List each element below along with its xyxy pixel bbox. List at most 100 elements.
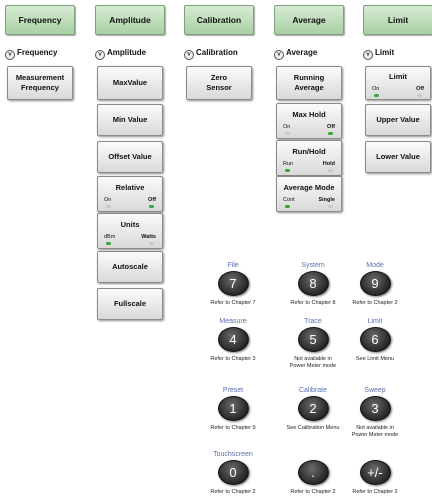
keypad-reference-note: Refer to Chapter 2 (278, 489, 348, 496)
keypad-function-label (278, 450, 348, 459)
softkey[interactable]: Offset Value (97, 141, 163, 173)
keypad-reference-note: Refer to Chapter 2 (198, 489, 268, 496)
keypad-key-group: . Refer to Chapter 2 (278, 450, 348, 496)
keypad-function-label: System (301, 262, 325, 269)
toggle-option-2: Watts (141, 234, 156, 240)
softkey[interactable]: Upper Value (365, 104, 431, 136)
chevron-down-icon: ˅ (184, 50, 194, 60)
softkey-label: MaxValue (112, 78, 148, 87)
keypad-reference-note-line: Not available in (356, 425, 394, 431)
keypad-key-4[interactable]: 4 (217, 327, 249, 352)
keypad-key-1[interactable]: 1 (217, 396, 249, 421)
keypad-function-label: Limit (367, 318, 383, 325)
toggle-led-2 (149, 242, 154, 245)
softkey-label: Max Hold (292, 110, 326, 119)
softkey[interactable]: Fullscale (97, 288, 163, 320)
keypad-function-label: Sweep (364, 387, 386, 394)
toggle-option-1: Cont (283, 197, 295, 203)
toggle-led-2 (328, 205, 333, 208)
softkey-label: Running (293, 73, 325, 82)
toggle-option-2: Off (148, 197, 156, 203)
softkey[interactable]: MaxValue (97, 66, 163, 100)
keypad-key-0[interactable]: 0 (217, 460, 249, 485)
toggle-option-2: Single (318, 197, 335, 203)
keypad-reference-note: Refer to Chapter 9 (198, 425, 268, 432)
softkey[interactable]: Lower Value (365, 141, 431, 173)
keypad-reference-note-line: See Limit Menu (355, 356, 395, 362)
chevron-down-icon: ˅ (274, 50, 284, 60)
keypad-key-plus-minus[interactable]: +/- (359, 460, 391, 485)
toggle-option-2: Off (416, 86, 424, 92)
submenu-label: ˅Amplitude (95, 48, 146, 60)
softkey-label: Limit (389, 72, 407, 81)
menu-header-key[interactable]: Amplitude (95, 5, 165, 35)
submenu-label-text: Limit (375, 48, 395, 57)
menu-header-key[interactable]: Frequency (5, 5, 75, 35)
softkey[interactable]: Min Value (97, 104, 163, 136)
toggle-option-1: On (372, 86, 380, 92)
menu-header-key[interactable]: Average (274, 5, 344, 35)
softkey-label: Frequency (21, 83, 59, 92)
keypad-function-label: Calibrate (298, 387, 327, 394)
keypad-key-group: +/- Refer to Chapter 2 (340, 450, 410, 496)
keypad-key-3[interactable]: 3 (359, 396, 391, 421)
keypad-reference-note: Refer to Chapter 2 (340, 489, 410, 496)
menu-header-key[interactable]: Calibration (184, 5, 254, 35)
softkey-label: Offset Value (108, 152, 152, 161)
keypad-reference-note-line: Refer to Chapter 2 (290, 489, 336, 495)
keypad-key-7[interactable]: 7 (217, 271, 249, 296)
keypad-key-5[interactable]: 5 (297, 327, 329, 352)
keypad-key-6[interactable]: 6 (359, 327, 391, 352)
keypad-function-label: Preset (222, 387, 244, 394)
keypad-key-2[interactable]: 2 (297, 396, 329, 421)
softkey-label: Measurement (15, 73, 65, 82)
keypad-reference-note-line: Power Meter mode (351, 432, 399, 438)
submenu-label-text: Calibration (196, 48, 238, 57)
menu-header-key[interactable]: Limit (363, 5, 432, 35)
submenu-label: ˅Limit (363, 48, 394, 60)
keypad-function-label: Trace (304, 318, 322, 325)
softkey-label: Run/Hold (292, 147, 326, 156)
softkey-label: Min Value (112, 115, 148, 124)
keypad-function-label: Mode (366, 262, 384, 269)
softkey[interactable]: Autoscale (97, 251, 163, 283)
toggle-led-1 (106, 205, 111, 208)
toggle-option-1: Run (283, 161, 294, 167)
toggle-led-2 (328, 132, 333, 135)
keypad-key-9[interactable]: 9 (359, 271, 391, 296)
submenu-label: ˅Frequency (5, 48, 57, 60)
keypad-reference-note-line: Refer to Chapter 3 (210, 356, 256, 362)
toggle-led-2 (417, 94, 422, 97)
keypad-reference-note-line: Power Meter mode (289, 363, 337, 369)
softkey-label: Upper Value (376, 115, 420, 124)
toggle-option-1: dBm (104, 234, 116, 240)
softkey-label: Average Mode (283, 183, 335, 192)
keypad-key-dot[interactable]: . (297, 460, 329, 485)
toggle-led-1 (374, 94, 379, 97)
keypad-reference-note-line: Refer to Chapter 2 (352, 300, 398, 306)
keypad-function-label (340, 450, 410, 459)
softkey-label: Autoscale (112, 262, 148, 271)
toggle-led-2 (328, 169, 333, 172)
keypad-reference-note-line: Refer to Chapter 9 (210, 425, 256, 431)
submenu-label-text: Frequency (17, 48, 58, 57)
keypad-key-8[interactable]: 8 (297, 271, 329, 296)
keypad-function-label: Touchscreen (213, 451, 253, 458)
